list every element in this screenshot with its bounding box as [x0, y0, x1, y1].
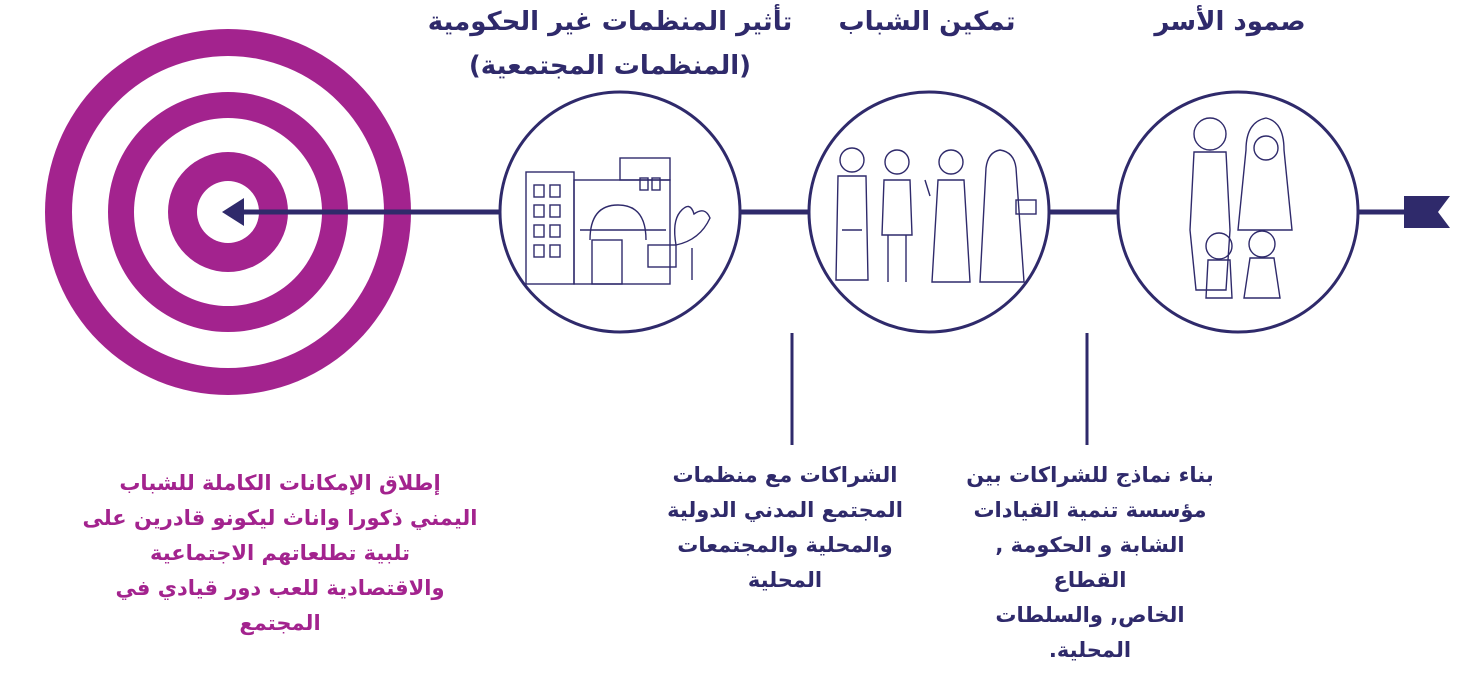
description-civil-society-partnerships: الشراكات مع منظمات المجتمع المدني الدولي… [667, 463, 903, 592]
stage-title-family: صمود الأسر [1154, 7, 1306, 37]
description-partnership-models: بناء نماذج للشراكات بين مؤسسة تنمية القي… [966, 463, 1214, 662]
family-illustration [1189, 117, 1293, 299]
stage-circle-family [1116, 90, 1360, 334]
stage-circle-ngo [498, 90, 742, 334]
stage-title-youth: تمكين الشباب [838, 7, 1016, 37]
youth-group-illustration [835, 147, 1037, 283]
stage-title-ngo: تأثير المنظمات غير الحكومية (المنظمات ال… [427, 7, 793, 81]
arrow-head-icon [222, 198, 244, 226]
stage-circle-youth [807, 90, 1051, 334]
goal-statement: إطلاق الإمكانات الكاملة للشباب اليمني ذك… [82, 471, 478, 635]
arrow-tail-icon [1404, 196, 1450, 228]
ngo-building-illustration [525, 157, 711, 285]
